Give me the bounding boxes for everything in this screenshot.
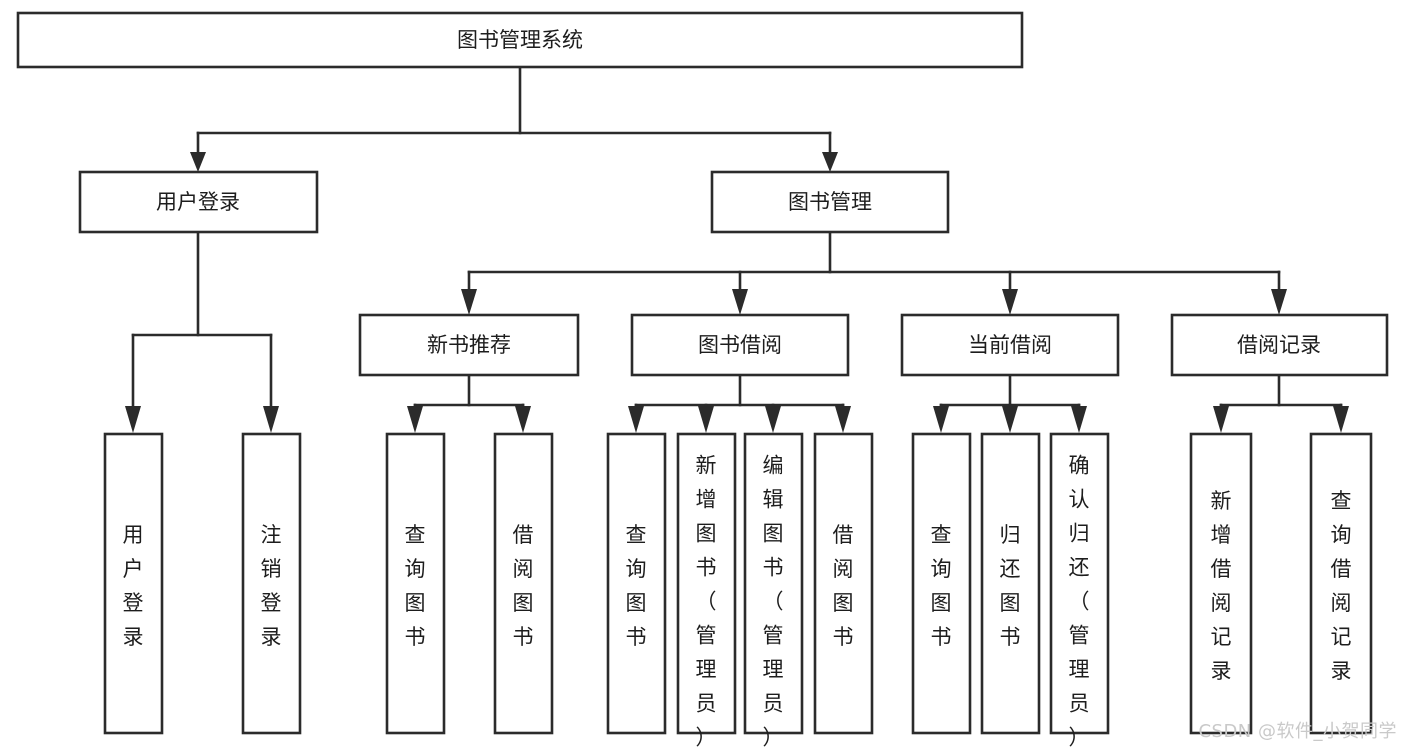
leaf-book-borrow-1-box[interactable]: [606, 432, 667, 735]
leaf-user-login-1-label: 用户登录: [123, 523, 144, 649]
leaf-new-book-1[interactable]: 查询图书: [385, 432, 446, 735]
arrow-head-new-book: [461, 289, 477, 315]
leaf-user-login-1-box[interactable]: [103, 432, 164, 735]
leaf-borrow-record-1[interactable]: 新增借阅记录: [1189, 432, 1253, 735]
arrow-head-leaf-borrow-record-1: [1213, 406, 1229, 433]
arrow-head-current-borrow: [1002, 289, 1018, 315]
leaf-book-borrow-3[interactable]: 编辑图书（管理员）: [743, 432, 804, 747]
leaf-book-borrow-3-label: 编辑图书（管理员）: [763, 454, 784, 747]
leaf-book-borrow-2[interactable]: 新增图书（管理员）: [676, 432, 737, 747]
arrow-head-leaf-user-login-1: [125, 406, 141, 433]
arrow-head-leaf-current-borrow-2: [1002, 406, 1018, 433]
arrow-head-leaf-current-borrow-3: [1071, 406, 1087, 433]
leaf-borrow-record-2-box[interactable]: [1309, 432, 1373, 735]
leaf-current-borrow-2-label: 归还图书: [1000, 523, 1021, 649]
node-book-borrow-label: 图书借阅: [698, 333, 782, 357]
node-user-login-box[interactable]: [78, 170, 319, 234]
arrow-head-leaf-book-borrow-1: [628, 406, 644, 433]
node-borrow-record-label: 借阅记录: [1237, 333, 1321, 357]
node-borrow-record-box[interactable]: [1170, 313, 1389, 377]
leaf-user-login-2[interactable]: 注销登录: [241, 432, 302, 735]
arrow-head-borrow-record: [1271, 289, 1287, 315]
leaf-current-borrow-3-box[interactable]: [1049, 432, 1110, 735]
node-root[interactable]: 图书管理系统: [16, 11, 1024, 69]
node-book-management-box[interactable]: [710, 170, 950, 234]
leaf-book-borrow-1-label: 查询图书: [626, 523, 647, 649]
arrow-head-leaf-new-book-1: [407, 406, 423, 433]
leaf-user-login-1[interactable]: 用户登录: [103, 432, 164, 735]
leaf-new-book-2-label: 借阅图书: [513, 523, 534, 649]
leaf-current-borrow-1[interactable]: 查询图书: [911, 432, 972, 735]
arrow-head-leaf-borrow-record-2: [1333, 406, 1349, 433]
leaf-book-borrow-2-label: 新增图书（管理员）: [696, 454, 717, 747]
leaf-book-borrow-4-label: 借阅图书: [833, 523, 854, 649]
leaf-borrow-record-2-label: 查询借阅记录: [1331, 489, 1352, 683]
arrow-head-book-mgmt: [822, 152, 838, 172]
leaf-book-borrow-1[interactable]: 查询图书: [606, 432, 667, 735]
arrow-head-leaf-book-borrow-3: [765, 406, 781, 433]
node-book-management[interactable]: 图书管理: [710, 170, 950, 234]
arrow-head-user-login: [190, 152, 206, 172]
leaf-current-borrow-1-box[interactable]: [911, 432, 972, 735]
leaf-borrow-record-1-box[interactable]: [1189, 432, 1253, 735]
leaf-new-book-2[interactable]: 借阅图书: [493, 432, 554, 735]
leaf-book-borrow-2-box[interactable]: [676, 432, 737, 735]
node-book-borrow-box[interactable]: [630, 313, 850, 377]
arrow-head-leaf-book-borrow-4: [835, 406, 851, 433]
arrow-head-leaf-current-borrow-1: [933, 406, 949, 433]
node-book-management-label: 图书管理: [788, 190, 872, 214]
node-borrow-record[interactable]: 借阅记录: [1170, 313, 1389, 377]
leaf-user-login-2-box[interactable]: [241, 432, 302, 735]
leaf-new-book-2-box[interactable]: [493, 432, 554, 735]
leaf-new-book-1-label: 查询图书: [405, 523, 426, 649]
node-book-borrow[interactable]: 图书借阅: [630, 313, 850, 377]
arrow-head-leaf-user-login-2: [263, 406, 279, 433]
arrow-head-leaf-book-borrow-2: [698, 406, 714, 433]
node-root-label: 图书管理系统: [457, 28, 583, 52]
node-new-book-recommend-box[interactable]: [358, 313, 580, 377]
leaf-current-borrow-2-box[interactable]: [980, 432, 1041, 735]
leaf-new-book-1-box[interactable]: [385, 432, 446, 735]
arrow-head-book-borrow: [732, 289, 748, 315]
node-user-login[interactable]: 用户登录: [78, 170, 319, 234]
connector-layer: [125, 65, 1349, 433]
leaf-borrow-record-2[interactable]: 查询借阅记录: [1309, 432, 1373, 735]
leaf-current-borrow-2[interactable]: 归还图书: [980, 432, 1041, 735]
leaf-user-login-2-label: 注销登录: [261, 523, 282, 649]
node-current-borrow[interactable]: 当前借阅: [900, 313, 1120, 377]
leaf-borrow-record-1-label: 新增借阅记录: [1211, 489, 1232, 683]
node-current-borrow-label: 当前借阅: [968, 333, 1052, 357]
leaf-book-borrow-3-box[interactable]: [743, 432, 804, 735]
leaf-current-borrow-3-label: 确认归还（管理员）: [1069, 454, 1090, 747]
leaf-current-borrow-3[interactable]: 确认归还（管理员）: [1049, 432, 1110, 747]
node-root-box[interactable]: [16, 11, 1024, 69]
arrow-head-leaf-new-book-2: [515, 406, 531, 433]
node-current-borrow-box[interactable]: [900, 313, 1120, 377]
leaf-book-borrow-4[interactable]: 借阅图书: [813, 432, 874, 735]
node-user-login-label: 用户登录: [156, 190, 240, 214]
node-new-book-recommend[interactable]: 新书推荐: [358, 313, 580, 377]
leaf-current-borrow-1-label: 查询图书: [931, 523, 952, 649]
node-new-book-recommend-label: 新书推荐: [427, 333, 511, 357]
leaf-book-borrow-4-box[interactable]: [813, 432, 874, 735]
